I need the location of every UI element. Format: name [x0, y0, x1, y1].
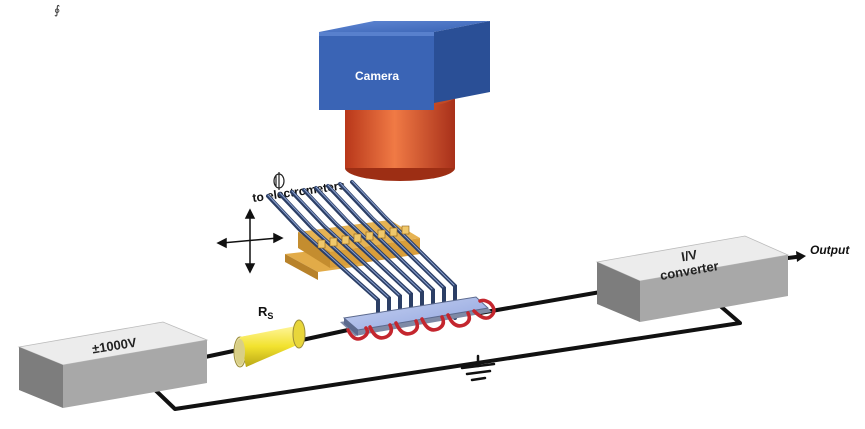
voltage-source-label: ±1000V: [91, 335, 138, 357]
electrometer-symbol: [273, 172, 285, 190]
probe-pins: [266, 180, 457, 320]
arrow-right-icon: [796, 251, 806, 262]
ground-icon: [460, 354, 496, 382]
output-label: Output: [810, 243, 850, 257]
converter-label-line1: I/V: [680, 247, 699, 265]
corner-mark: ∮: [54, 3, 60, 17]
voltage-source-box: ±1000V: [17, 321, 209, 408]
probe-clamps: [317, 225, 410, 249]
camera: Camera: [319, 21, 490, 181]
resistor-label: RS: [258, 304, 273, 321]
camera-label: Camera: [355, 69, 399, 83]
iv-converter-box: I/V converter: [595, 235, 790, 322]
resistor-label-sub: S: [267, 311, 273, 321]
four-way-arrow-icon: [216, 208, 284, 274]
resistor-label-main: R: [258, 304, 268, 319]
sample: [340, 296, 492, 336]
heater-coil: [346, 298, 496, 341]
resistor: [233, 319, 306, 368]
